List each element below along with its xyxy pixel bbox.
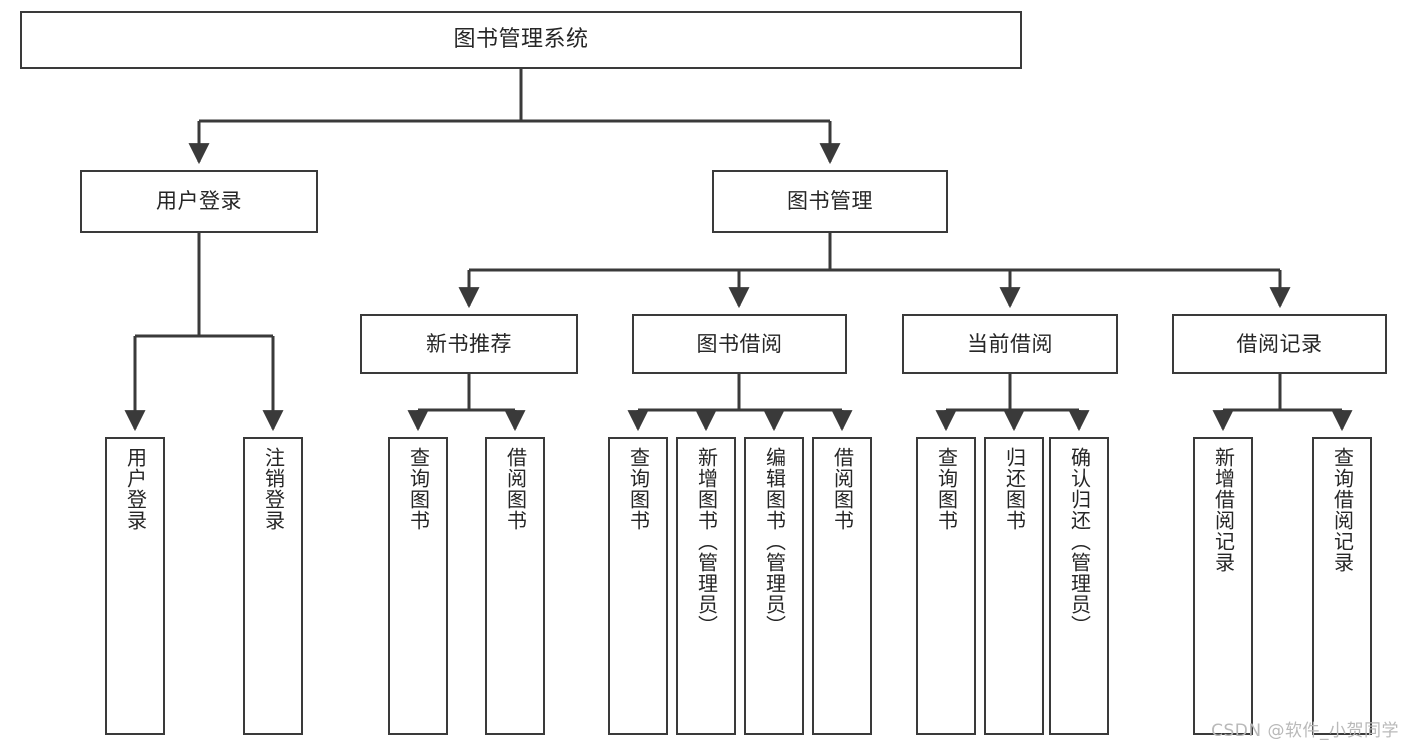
node-leaf-logout[interactable]: 注销登录	[243, 437, 303, 735]
node-leaf-borrow-book[interactable]: 借阅图书	[812, 437, 872, 735]
node-leaf-edit-book-admin[interactable]: 编辑图书（管理员）	[744, 437, 804, 735]
node-level2-borrow-record-label: 借阅记录	[1236, 331, 1323, 356]
node-leaf-query-book-recommend[interactable]: 查询图书	[388, 437, 448, 735]
node-leaf-borrow-book-recommend[interactable]: 借阅图书	[485, 437, 545, 735]
node-leaf-query-book-current-label: 查询图书	[934, 447, 959, 531]
node-leaf-add-borrow-record[interactable]: 新增借阅记录	[1193, 437, 1253, 735]
node-level1-user-login-label: 用户登录	[156, 189, 242, 214]
node-leaf-query-book-borrow-label: 查询图书	[626, 447, 651, 531]
node-level2-borrow-record[interactable]: 借阅记录	[1172, 314, 1387, 374]
node-leaf-query-borrow-record[interactable]: 查询借阅记录	[1312, 437, 1372, 735]
node-leaf-borrow-book-label: 借阅图书	[830, 447, 855, 531]
node-root[interactable]: 图书管理系统	[20, 11, 1022, 69]
node-level2-book-borrow[interactable]: 图书借阅	[632, 314, 847, 374]
node-leaf-add-book-admin[interactable]: 新增图书（管理员）	[676, 437, 736, 735]
node-leaf-add-borrow-record-label: 新增借阅记录	[1211, 447, 1236, 573]
node-leaf-add-book-admin-label: 新增图书（管理员）	[694, 447, 719, 636]
node-level2-current-borrow-label: 当前借阅	[967, 331, 1053, 356]
node-level2-current-borrow[interactable]: 当前借阅	[902, 314, 1118, 374]
node-leaf-query-borrow-record-label: 查询借阅记录	[1330, 447, 1355, 573]
node-leaf-user-login-label: 用户登录	[123, 447, 148, 531]
node-leaf-user-login[interactable]: 用户登录	[105, 437, 165, 735]
watermark: CSDN @软件_小贺同学	[1211, 721, 1399, 741]
node-leaf-query-book-recommend-label: 查询图书	[406, 447, 431, 531]
node-leaf-return-book[interactable]: 归还图书	[984, 437, 1044, 735]
node-root-label: 图书管理系统	[453, 27, 589, 53]
node-leaf-edit-book-admin-label: 编辑图书（管理员）	[762, 447, 787, 636]
node-level1-user-login[interactable]: 用户登录	[80, 170, 318, 233]
node-level2-new-book-recommend-label: 新书推荐	[426, 331, 512, 356]
node-leaf-borrow-book-recommend-label: 借阅图书	[503, 447, 528, 531]
node-level1-book-management-label: 图书管理	[787, 189, 873, 214]
node-leaf-logout-label: 注销登录	[261, 447, 286, 531]
node-leaf-query-book-borrow[interactable]: 查询图书	[608, 437, 668, 735]
node-level2-book-borrow-label: 图书借阅	[696, 331, 783, 356]
node-leaf-return-book-label: 归还图书	[1002, 447, 1027, 531]
node-leaf-confirm-return-admin-label: 确认归还（管理员）	[1067, 447, 1092, 636]
node-level1-book-management[interactable]: 图书管理	[712, 170, 948, 233]
node-level2-new-book-recommend[interactable]: 新书推荐	[360, 314, 578, 374]
node-leaf-query-book-current[interactable]: 查询图书	[916, 437, 976, 735]
node-leaf-confirm-return-admin[interactable]: 确认归还（管理员）	[1049, 437, 1109, 735]
